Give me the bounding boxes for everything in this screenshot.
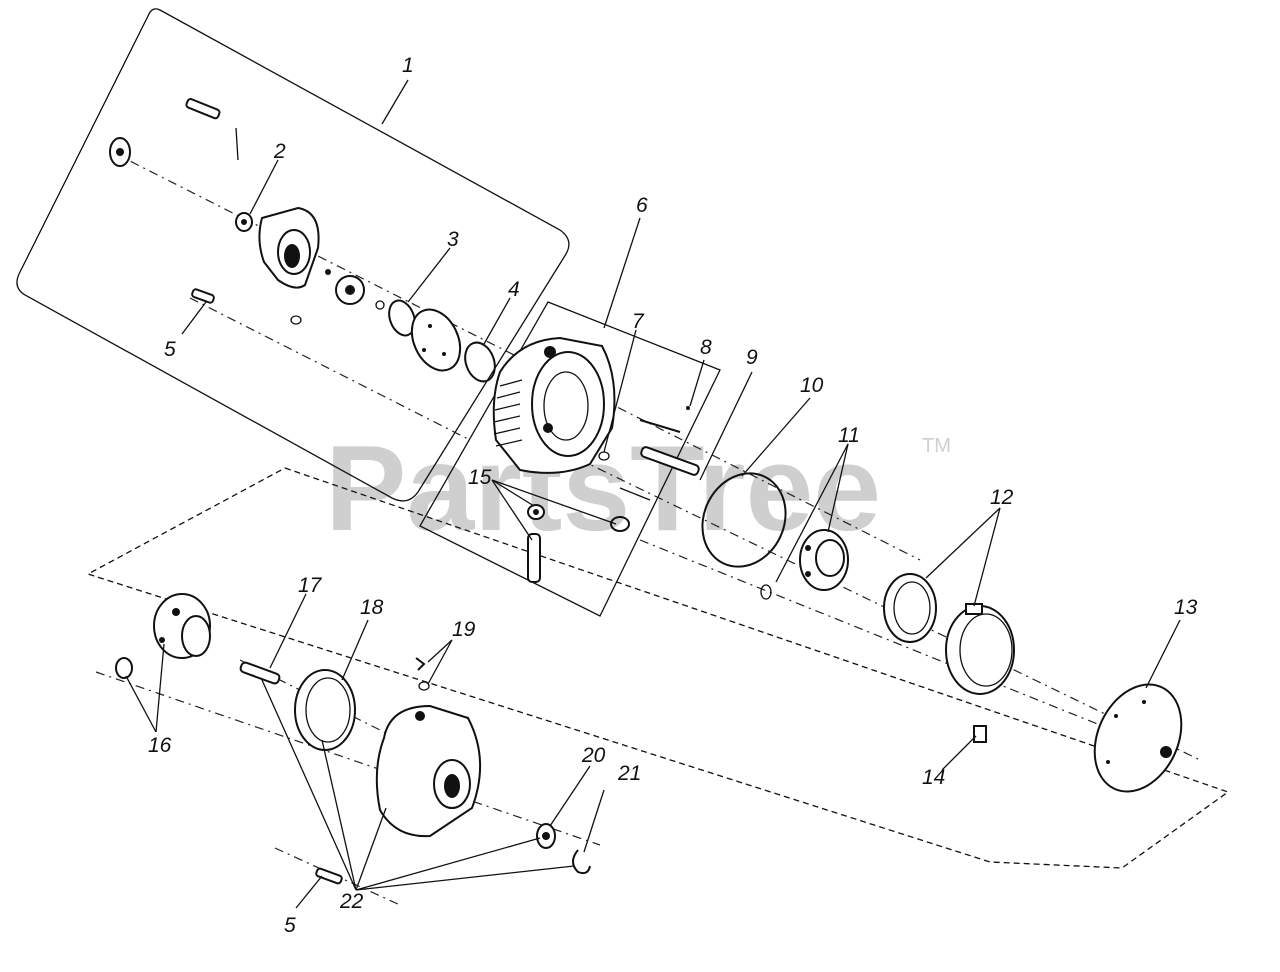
part-14 [973,725,987,743]
callout-22: 22 [339,890,364,913]
part-8-pins [639,406,690,433]
part-6-housing [492,336,616,474]
callout-labels: 1 2 3 4 5 6 7 8 9 10 11 12 13 14 15 16 1… [148,54,1198,937]
callout-14: 14 [922,766,945,789]
callout-13: 13 [1174,596,1198,619]
bolt-lower [191,288,215,304]
callout-17: 17 [298,574,323,597]
part-21-clip [572,849,591,875]
pump-plate [410,308,462,372]
callout-21: 21 [617,762,641,785]
callout-19: 19 [452,618,476,641]
callout-16: 16 [148,734,172,757]
callout-18: 18 [360,596,384,619]
pump-cover [258,206,320,289]
bolt-bottom [315,867,343,885]
callout-20: 20 [581,744,606,767]
part-9-shaft [640,446,700,476]
lower-housing-cover [375,704,481,838]
part-19-fittings [415,657,430,691]
part-10-o-ring [701,472,787,568]
assembly-boundary-line [86,467,1230,869]
callout-12: 12 [990,486,1014,509]
pump-rotor [325,269,385,310]
callout-9: 9 [746,346,758,369]
callout-1: 1 [402,54,414,77]
part-12-rings [883,573,1015,695]
watermark-trademark: TM [922,435,951,457]
part-16-collar [115,593,211,679]
callout-6: 6 [636,194,648,217]
callout-8: 8 [700,336,712,359]
part-18-ring [294,669,356,751]
part-13-end-cover [1093,683,1183,793]
part-4-o-ring [464,341,496,383]
part-15-components [527,487,651,583]
group-outline-1 [16,8,570,502]
callout-5-upper: 5 [164,338,176,361]
part-17-pin [239,661,281,685]
callout-5-lower: 5 [284,914,296,937]
callout-15: 15 [468,466,492,489]
callout-7: 7 [632,310,645,333]
pump-assembly [109,98,496,383]
callout-4: 4 [508,278,520,301]
part-11-coupling [760,529,849,600]
leader-lines [125,79,1181,909]
housing-fins [493,379,523,447]
callout-11: 11 [838,424,860,447]
callout-10: 10 [800,374,824,397]
bolt-top [185,98,239,161]
callout-3: 3 [447,228,459,251]
group-outline-6 [419,301,721,617]
callout-2: 2 [273,140,286,163]
part-3-o-ring [388,299,416,337]
